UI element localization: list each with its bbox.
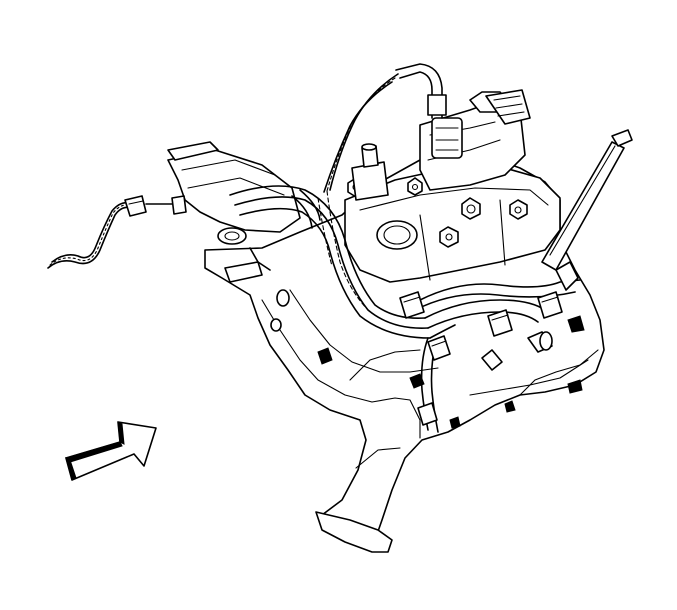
harness-connector: [487, 309, 513, 337]
ignition-coil-assembly: [395, 63, 531, 191]
harness-connector: [399, 291, 425, 319]
cover-bolt: [439, 226, 459, 248]
injector: [481, 331, 553, 371]
arrow-icon: [65, 421, 157, 481]
dipstick-tube: [541, 129, 633, 291]
cover-bolt: [461, 197, 481, 220]
valve-cover: [344, 167, 561, 283]
cover-bolt: [509, 199, 528, 220]
harness-connector: [427, 335, 451, 361]
harness-connector: [417, 402, 438, 426]
wiring-conduit: [323, 73, 399, 193]
harness-connector: [537, 291, 563, 319]
sensor-wire: [47, 195, 187, 269]
cover-bolt: [407, 177, 423, 196]
pcv-valve: [351, 143, 389, 201]
